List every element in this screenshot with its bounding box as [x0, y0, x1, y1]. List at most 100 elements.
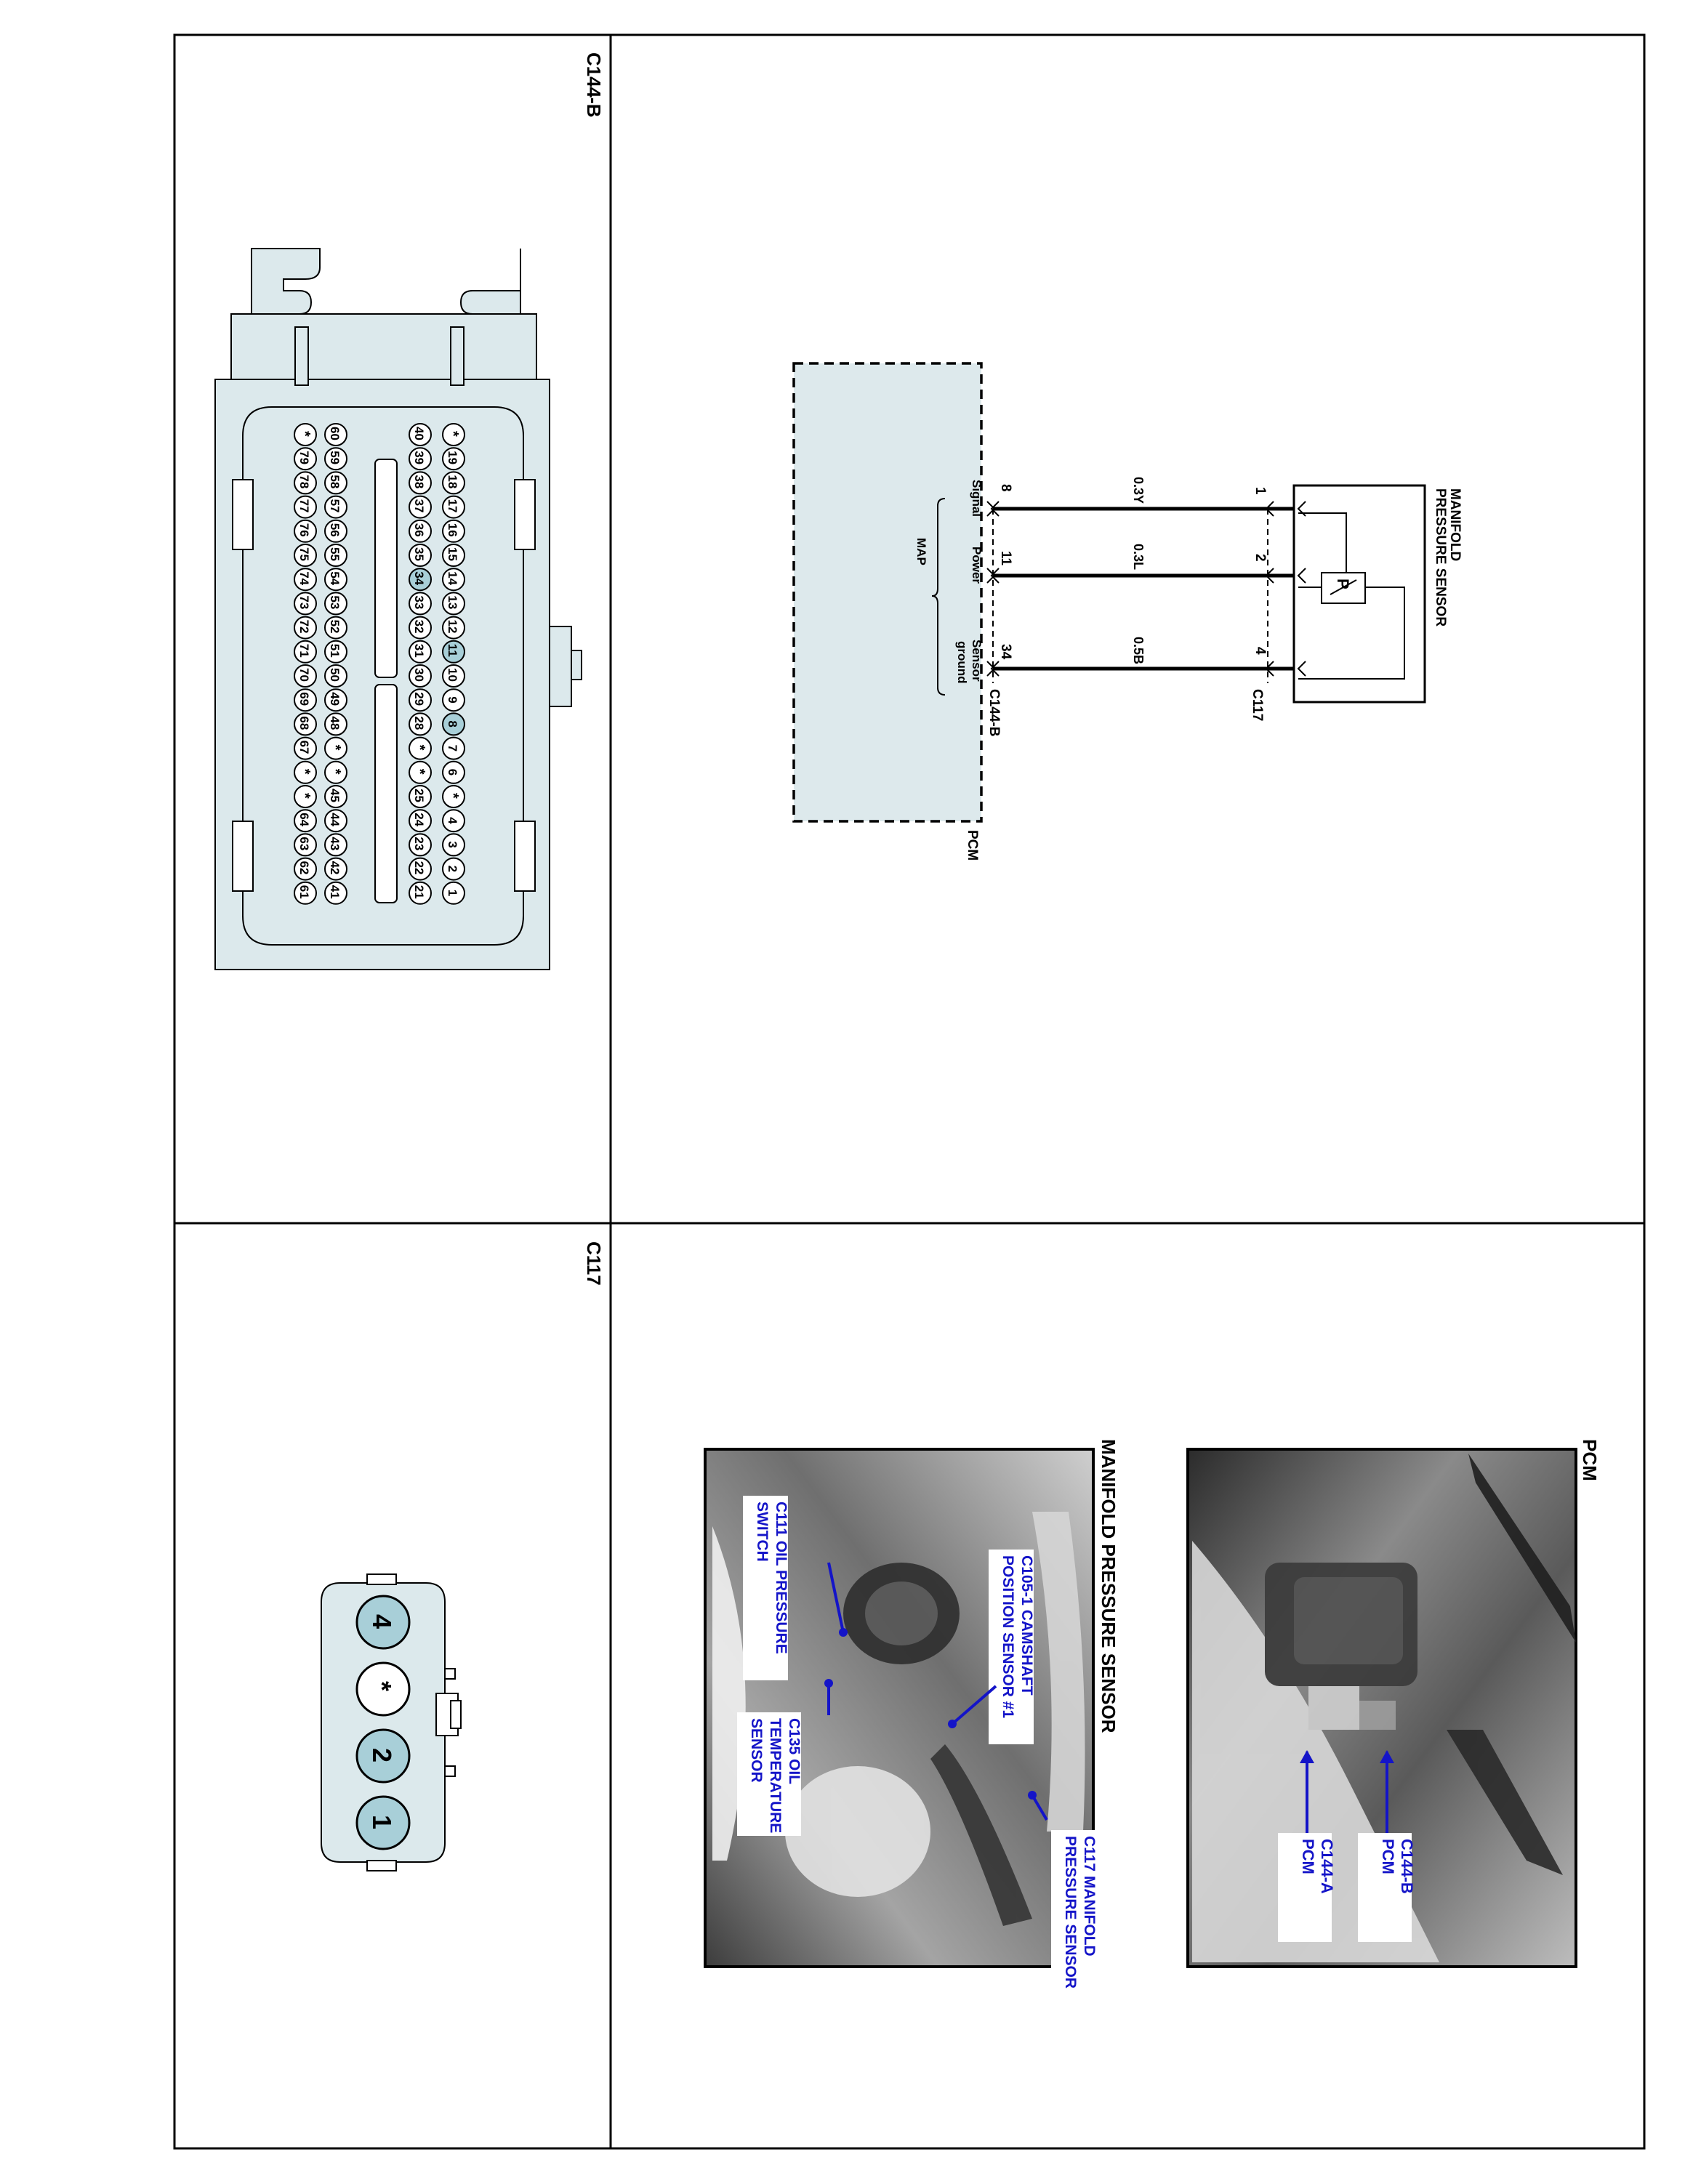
pin-label: *: [411, 745, 427, 751]
pin-label: 32: [412, 620, 426, 634]
pin-label: 37: [412, 499, 426, 513]
callout-line1: C111 OIL PRESSURE: [773, 1502, 789, 1654]
pcm-label: PCM: [965, 830, 980, 861]
pin-label: 53: [328, 595, 342, 609]
pin-cavity: [324, 519, 347, 543]
callout-box: [737, 1712, 801, 1836]
pin-cavity: [442, 736, 465, 760]
callout-line2: PCM: [1299, 1839, 1317, 1874]
callout-box: [1358, 1833, 1412, 1942]
pin-label: 21: [412, 885, 426, 899]
pin-label: 60: [328, 427, 342, 440]
connector-c117-panel: C117 4*21: [321, 1241, 605, 1871]
pin-label: 79: [297, 451, 311, 464]
terminal-chevron: [990, 568, 1000, 584]
terminal-chevron: [986, 661, 996, 677]
pin-cavity: [294, 809, 317, 833]
callout-arrowhead: [948, 1720, 957, 1728]
pin-cavity: [294, 736, 317, 760]
callout-line2: PCM: [1379, 1839, 1397, 1874]
pin-label: 35: [412, 547, 426, 561]
pin-label: 58: [328, 475, 342, 488]
pin-cavity: [442, 495, 465, 519]
pin-cavity: [442, 881, 465, 905]
pin-label: 18: [446, 475, 459, 488]
pin-cavity: [324, 592, 347, 616]
callout-box: [989, 1550, 1034, 1744]
pin-cavity: [409, 495, 432, 519]
pin-label: 49: [328, 692, 342, 706]
pin-cavity: [294, 519, 317, 543]
connector-c117-body: [321, 1573, 462, 1871]
signal-group-brace: [931, 498, 946, 696]
pin-cavity: [442, 760, 465, 784]
pin-label: 77: [297, 499, 311, 513]
pin-label: *: [297, 431, 313, 437]
pin-label: 22: [412, 861, 426, 875]
sensor-pin-number: 1: [1252, 487, 1268, 495]
pin-cavity: [442, 592, 465, 616]
pin-label: *: [327, 745, 343, 751]
pin-cavity: [324, 423, 347, 446]
callout-arrow: [1031, 1794, 1048, 1821]
pin-label: 17: [446, 499, 459, 513]
pin-label: 38: [412, 475, 426, 488]
pin-label: 24: [412, 813, 426, 826]
callout-arrowhead: [1380, 1750, 1394, 1763]
pin-label: 76: [297, 523, 311, 537]
pin-cavity: [324, 712, 347, 736]
sensor-symbol-letter: P: [1334, 579, 1352, 589]
pin-cavity: [294, 760, 317, 784]
pin-cavity: [442, 785, 465, 808]
pin-cavity: [442, 423, 465, 446]
pin-label: *: [297, 793, 313, 799]
pin-label: 25: [412, 789, 426, 802]
pin-cavity: [324, 760, 347, 784]
callout-line2: PRESSURE SENSOR: [1062, 1836, 1079, 1988]
pin-cavity: [409, 664, 432, 688]
pin-label: 78: [297, 475, 311, 488]
pin-cavity: [409, 471, 432, 495]
pin-label: 71: [297, 644, 311, 658]
sensor-connector-label: C117: [1250, 689, 1265, 721]
pin-label: 1: [446, 890, 459, 896]
pin-cavity: [442, 640, 465, 664]
pin-cavity: [294, 447, 317, 471]
pin-label: *: [411, 769, 427, 775]
pin-label: 59: [328, 451, 342, 464]
pin-cavity: [442, 664, 465, 688]
pin-cavity: [409, 712, 432, 736]
pin-cavity: [294, 785, 317, 808]
pin-label: 7: [446, 745, 459, 751]
pin-label: 52: [328, 620, 342, 634]
pin-cavity: [442, 688, 465, 712]
terminal-chevron: [1265, 661, 1274, 677]
pin-label: 61: [297, 885, 311, 899]
pcm-pin-number: 11: [998, 551, 1013, 566]
pin-cavity: [409, 785, 432, 808]
pin-cavity: [294, 592, 317, 616]
callout-line1: C117 MANIFOLD: [1081, 1836, 1098, 1957]
pin-cavity: [324, 471, 347, 495]
pin-cavity: [442, 471, 465, 495]
signal-name-line2: ground: [955, 641, 969, 684]
sensor-pin-number: 2: [1252, 554, 1268, 562]
connector-side-key-tip: [571, 650, 582, 680]
pin-cavity: [324, 688, 347, 712]
pin-label: 62: [297, 861, 311, 875]
pin-label: 41: [328, 885, 342, 899]
pin-label: 39: [412, 451, 426, 464]
terminal-chevron: [1297, 568, 1306, 584]
wire-color-code: 0.3Y: [1131, 477, 1146, 504]
pin-cavity: [409, 809, 432, 833]
connector-c144b-panel: C144-B *191817161514131211109876*4321403…: [214, 52, 605, 970]
pin-cavity: [409, 544, 432, 567]
pin-cavity: [442, 519, 465, 543]
pin-cavity: [442, 809, 465, 833]
callout-box: [1278, 1833, 1332, 1942]
pin-cavity: [324, 447, 347, 471]
